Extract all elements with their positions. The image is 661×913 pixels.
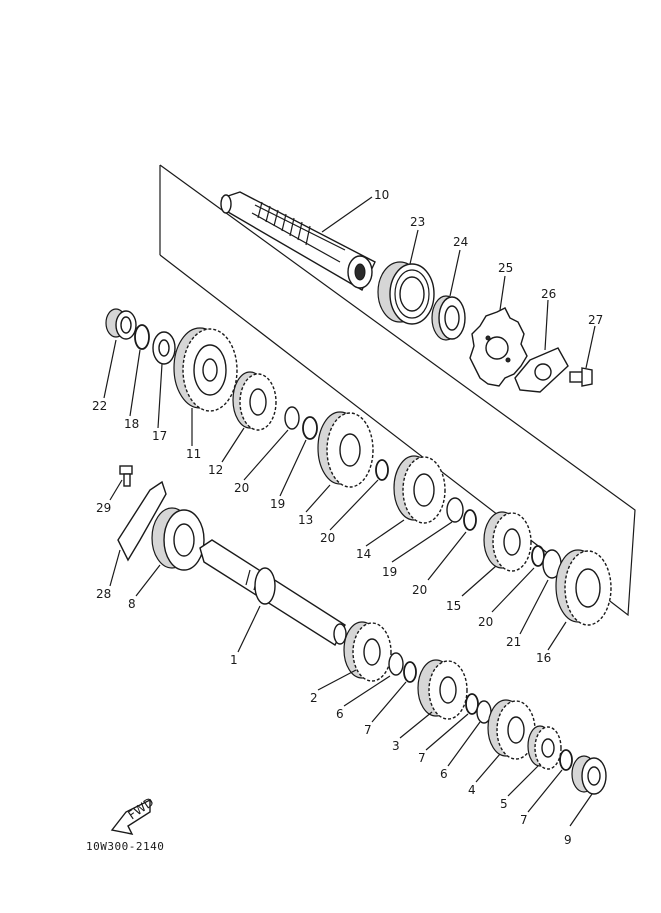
- label-part-12: 12: [208, 463, 223, 477]
- label-part-7a: 7: [364, 723, 372, 737]
- label-part-6b: 6: [440, 767, 448, 781]
- circlip-7b: [465, 693, 479, 715]
- drive-axle-group-outline: [159, 164, 636, 617]
- circlip-20c: [463, 509, 477, 531]
- label-part-26: 26: [541, 287, 556, 301]
- label-part-2: 2: [310, 691, 318, 705]
- label-part-6a: 6: [336, 707, 344, 721]
- needle-bearing-22: [105, 308, 137, 340]
- gear-12: [232, 371, 277, 431]
- label-part-23: 23: [410, 215, 425, 229]
- circlip-18: [134, 324, 150, 350]
- label-part-7c: 7: [520, 813, 528, 827]
- washer-17: [152, 331, 176, 365]
- label-part-10: 10: [374, 188, 389, 202]
- label-part-22: 22: [92, 399, 107, 413]
- label-part-24: 24: [453, 235, 468, 249]
- label-part-1: 1: [230, 653, 238, 667]
- lock-washer: [514, 347, 569, 393]
- gear-15: [483, 511, 532, 572]
- gear-5: [527, 725, 562, 770]
- label-part-20a: 20: [234, 481, 249, 495]
- washer-6a: [388, 652, 404, 676]
- main-bearing-8: [151, 507, 205, 571]
- gear-13: [317, 411, 374, 488]
- circlip-19a: [302, 416, 318, 440]
- sprocket-bolt: [569, 367, 593, 387]
- drive-axle: [220, 191, 376, 291]
- oil-seal: [431, 295, 466, 341]
- label-part-20b: 20: [320, 531, 335, 545]
- label-part-28: 28: [96, 587, 111, 601]
- leader-lines: [103, 196, 596, 827]
- label-part-19b: 19: [382, 565, 397, 579]
- label-part-4: 4: [468, 783, 476, 797]
- label-part-17: 17: [152, 429, 167, 443]
- label-part-9: 9: [564, 833, 572, 847]
- figure-code: 10W300-2140: [86, 840, 164, 853]
- drive-bearing: [377, 261, 435, 325]
- label-part-3: 3: [392, 739, 400, 753]
- label-part-27: 27: [588, 313, 603, 327]
- needle-bearing-9: [571, 755, 607, 795]
- label-part-20d: 20: [478, 615, 493, 629]
- label-part-14: 14: [356, 547, 371, 561]
- circlip-20b: [375, 459, 389, 481]
- gear-4: [487, 699, 536, 760]
- main-axle: [199, 539, 347, 647]
- circlip-7a: [403, 661, 417, 683]
- label-part-8: 8: [128, 597, 136, 611]
- circlip-20d: [531, 545, 545, 567]
- label-part-19a: 19: [270, 497, 285, 511]
- gear-2: [343, 621, 392, 682]
- screw-29: [119, 465, 133, 487]
- gear-16: [555, 549, 612, 626]
- washer-20a: [284, 406, 300, 430]
- gear-11: [173, 327, 238, 412]
- gear-3: [417, 659, 468, 720]
- gear-14: [393, 455, 446, 524]
- label-part-29: 29: [96, 501, 111, 515]
- label-part-11: 11: [186, 447, 201, 461]
- forward-arrow-icon: FWD: [110, 795, 156, 835]
- label-part-25: 25: [498, 261, 513, 275]
- part-number-labels: 10 23 24 25 26 27 22 18 17 11 12 20 19 1…: [92, 188, 603, 847]
- label-part-7b: 7: [418, 751, 426, 765]
- label-part-5: 5: [500, 797, 508, 811]
- label-part-21: 21: [506, 635, 521, 649]
- washer-19b: [446, 497, 464, 523]
- label-part-15: 15: [446, 599, 461, 613]
- label-part-13: 13: [298, 513, 313, 527]
- drive-sprocket: [469, 307, 528, 387]
- circlip-7c: [559, 749, 573, 771]
- label-part-18: 18: [124, 417, 139, 431]
- bearing-plate-28: [117, 480, 167, 562]
- label-part-16: 16: [536, 651, 551, 665]
- label-part-20c: 20: [412, 583, 427, 597]
